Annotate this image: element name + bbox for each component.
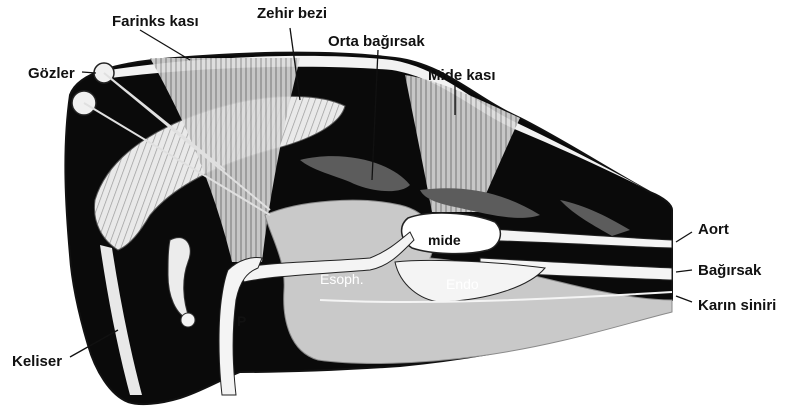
label-orta-bagirsak: Orta bağırsak xyxy=(328,33,425,50)
label-p: P xyxy=(237,313,246,329)
label-esoph: Esoph. xyxy=(320,271,364,287)
label-mide: mide xyxy=(428,232,461,248)
label-mide-kasi: Mide kası xyxy=(428,67,496,84)
fang-gland xyxy=(181,313,195,327)
label-farinks-kasi: Farinks kası xyxy=(112,13,199,30)
label-gozler: Gözler xyxy=(28,65,75,82)
label-karin-siniri: Karın siniri xyxy=(698,297,776,314)
leader-farinks xyxy=(140,30,190,60)
label-bagirsak: Bağırsak xyxy=(698,262,762,279)
label-aort: Aort xyxy=(698,221,729,238)
label-endo: Endo xyxy=(446,276,479,292)
label-keliser: Keliser xyxy=(12,353,62,370)
leader-bagirsak xyxy=(676,270,692,272)
leader-karin xyxy=(676,296,692,302)
label-zehir-bezi: Zehir bezi xyxy=(257,5,327,22)
leader-aort xyxy=(676,232,692,242)
